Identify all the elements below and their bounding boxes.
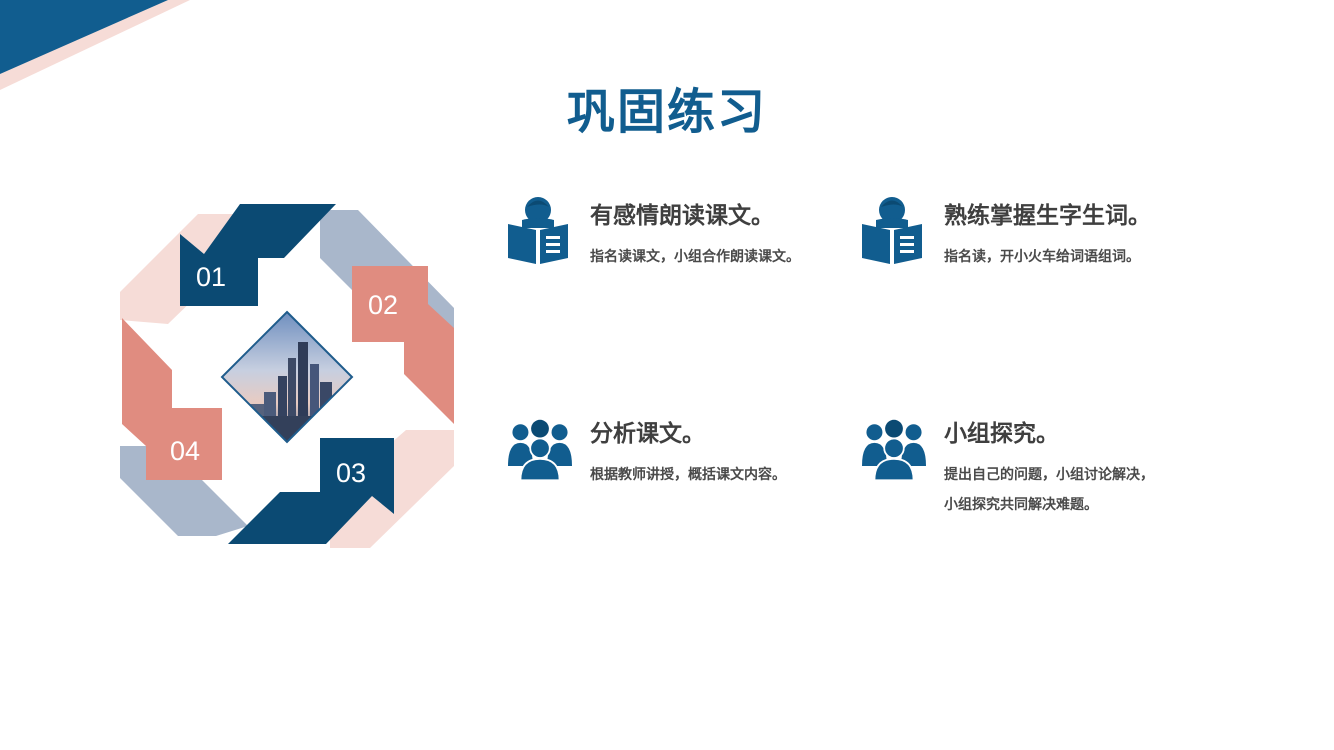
step-number-02: 02	[368, 290, 398, 320]
page-title: 巩固练习	[566, 84, 767, 140]
item-heading: 小组探究。	[944, 421, 1059, 447]
item-description-line: 根据教师讲授，概括课文内容。	[590, 467, 786, 483]
step-number-04: 04	[170, 436, 200, 466]
item-heading: 分析课文。	[590, 421, 705, 447]
step-number-01: 01	[196, 262, 226, 292]
group-people-icon	[862, 419, 926, 482]
band-top-left	[120, 214, 236, 324]
item-heading: 熟练掌握生字生词。	[944, 203, 1151, 229]
step-number-03: 03	[336, 458, 366, 488]
step-arrow-03	[228, 438, 394, 544]
item-description-line: 小组探究共同解决难题。	[944, 497, 1098, 513]
corner-decoration	[0, 0, 190, 90]
group-people-icon	[508, 419, 572, 482]
step-arrow-04	[122, 318, 222, 480]
item-description: 指名读课文，小组合作朗读课文。	[590, 242, 800, 272]
city-photo	[220, 310, 354, 444]
item-description-line: 提出自己的问题，小组讨论解决，	[944, 467, 1154, 483]
item-description-line: 指名读课文，小组合作朗读课文。	[590, 249, 800, 265]
cycle-diagram: 01 02 03 04	[120, 204, 454, 548]
item-description: 指名读，开小火车给词语组词。	[944, 242, 1140, 272]
reading-person-icon	[862, 197, 922, 264]
step-arrow-01	[180, 204, 336, 306]
step-arrow-02	[352, 266, 454, 424]
item-description: 提出自己的问题，小组讨论解决， 小组探究共同解决难题。	[944, 460, 1154, 520]
item-description-line: 指名读，开小火车给词语组词。	[944, 249, 1140, 265]
item-heading: 有感情朗读课文。	[590, 203, 774, 229]
item-description: 根据教师讲授，概括课文内容。	[590, 460, 786, 490]
reading-person-icon	[508, 197, 568, 264]
